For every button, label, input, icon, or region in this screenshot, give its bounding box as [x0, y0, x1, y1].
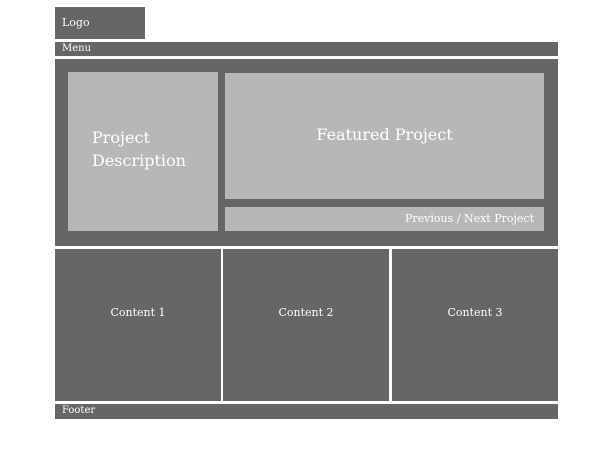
project-description-block: Project Description	[68, 72, 218, 231]
content-label-1: Content 1	[110, 306, 166, 319]
project-description-label: Project Description	[92, 128, 186, 170]
content-block-2: Content 2	[223, 249, 389, 401]
menu-label: Menu	[62, 43, 92, 54]
content-block-3: Content 3	[392, 249, 558, 401]
footer-label: Footer	[62, 405, 96, 416]
content-block-1: Content 1	[55, 249, 221, 401]
featured-project-block: Featured Project	[225, 73, 544, 199]
hero-section: Project Description Featured Project Pre…	[55, 59, 558, 246]
logo-block: Logo	[55, 7, 145, 39]
content-label-2: Content 2	[278, 306, 334, 319]
menu-bar: Menu	[55, 42, 558, 56]
footer-bar: Footer	[55, 404, 558, 419]
featured-project-label: Featured Project	[316, 125, 453, 144]
prev-next-project-bar: Previous / Next Project	[225, 207, 544, 231]
content-label-3: Content 3	[447, 306, 503, 319]
prev-next-project-label: Previous / Next Project	[405, 212, 534, 225]
logo-label: Logo	[62, 16, 90, 29]
